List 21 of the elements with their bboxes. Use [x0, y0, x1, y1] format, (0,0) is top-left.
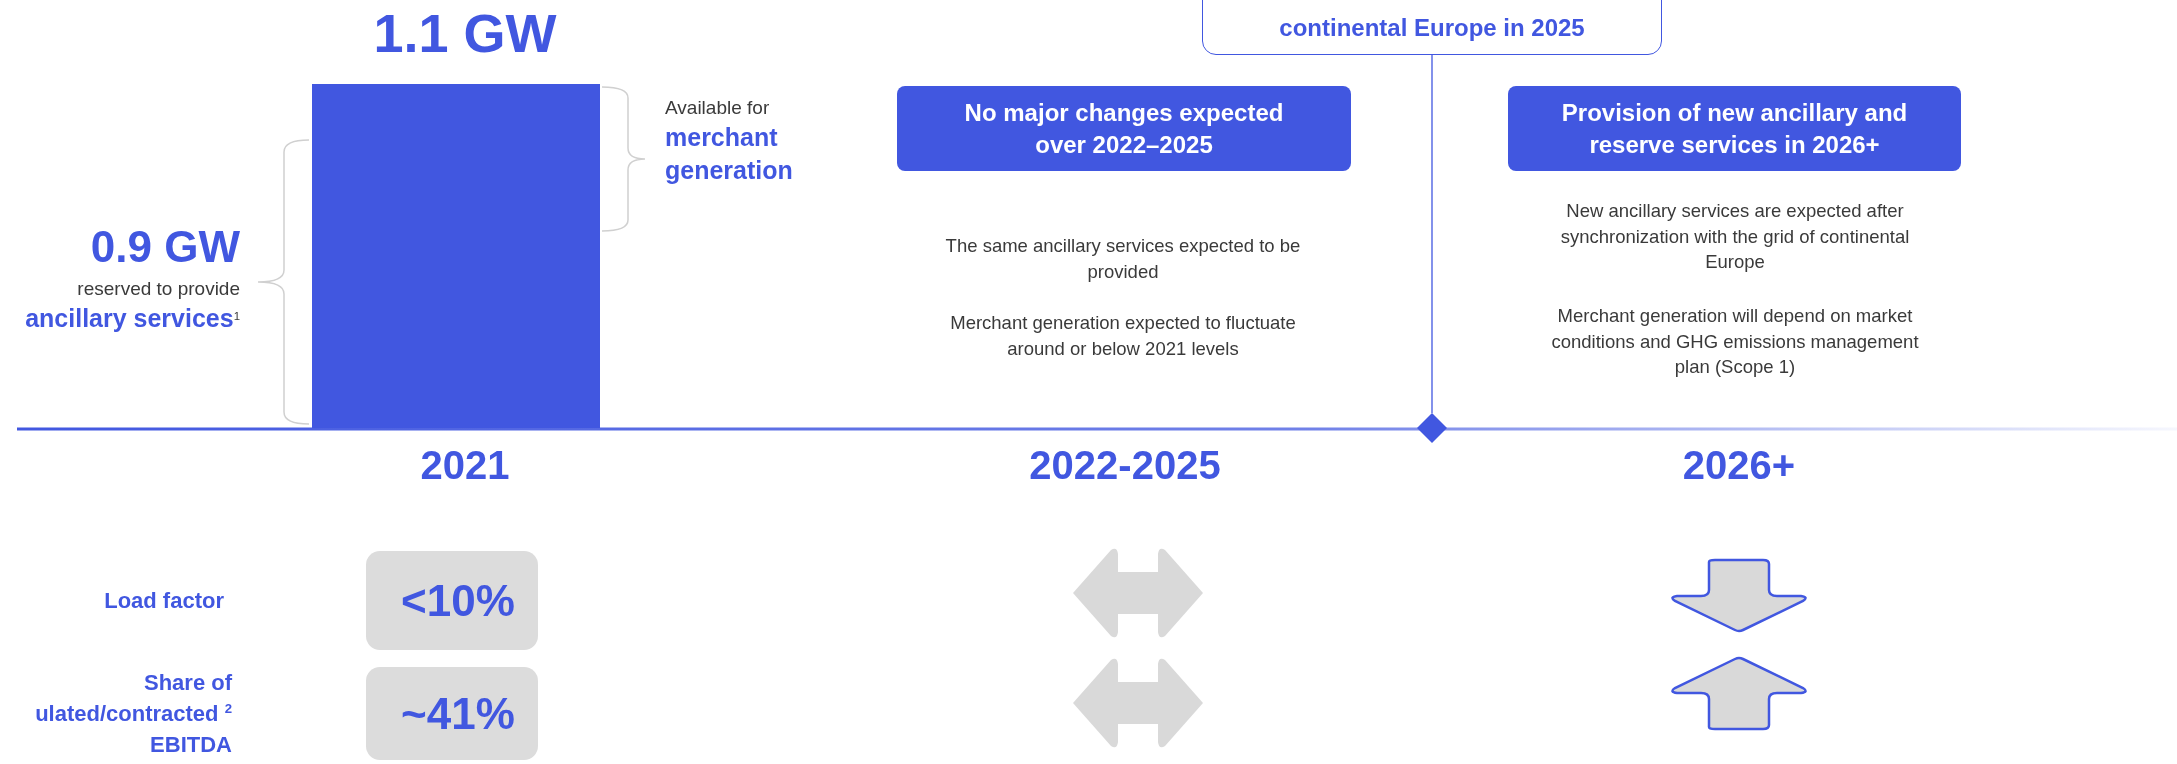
label-text: 0.9 GW [89, 222, 240, 272]
label-text: 2022-2025 [1029, 443, 1221, 488]
heading-box: Provision of new ancillary and reserve services in 2026+ [1508, 86, 1961, 171]
timeline-diamond-marker [1417, 413, 1447, 443]
connector-line [1431, 54, 1433, 414]
callout-box: continental Europe in 2025 [1202, 0, 1662, 55]
label-text: Load factor [103, 587, 224, 615]
value-box: ~41% [366, 667, 538, 760]
capacity-bar [312, 84, 600, 428]
description-text: Merchant generation expected to fluctuate around or below 2021 levels [949, 311, 1297, 361]
heading-box: No major changes expected over 2022–2025 [897, 86, 1351, 171]
description-text: New ancillary services are expected after synchronization with the grid of continental Europe [1559, 199, 1911, 275]
label-text: Available for merchant generation [665, 96, 794, 187]
label-text: 2021 [420, 443, 510, 488]
label-text: 1.1 GW [373, 2, 557, 64]
description-text: Merchant generation will depend on market conditions and GHG emissions management plan (Scope 1) [1550, 304, 1920, 380]
description-text: The same ancillary services expected to be provided [944, 234, 1302, 284]
value-box: <10% [366, 551, 538, 650]
label-text: 2026+ [1682, 443, 1796, 488]
label-text: Share of ulated/contracted $^{2}$ EBITDA [34, 669, 232, 760]
label-text: reserved to provide ancillary services$^{1}$ [24, 277, 240, 334]
